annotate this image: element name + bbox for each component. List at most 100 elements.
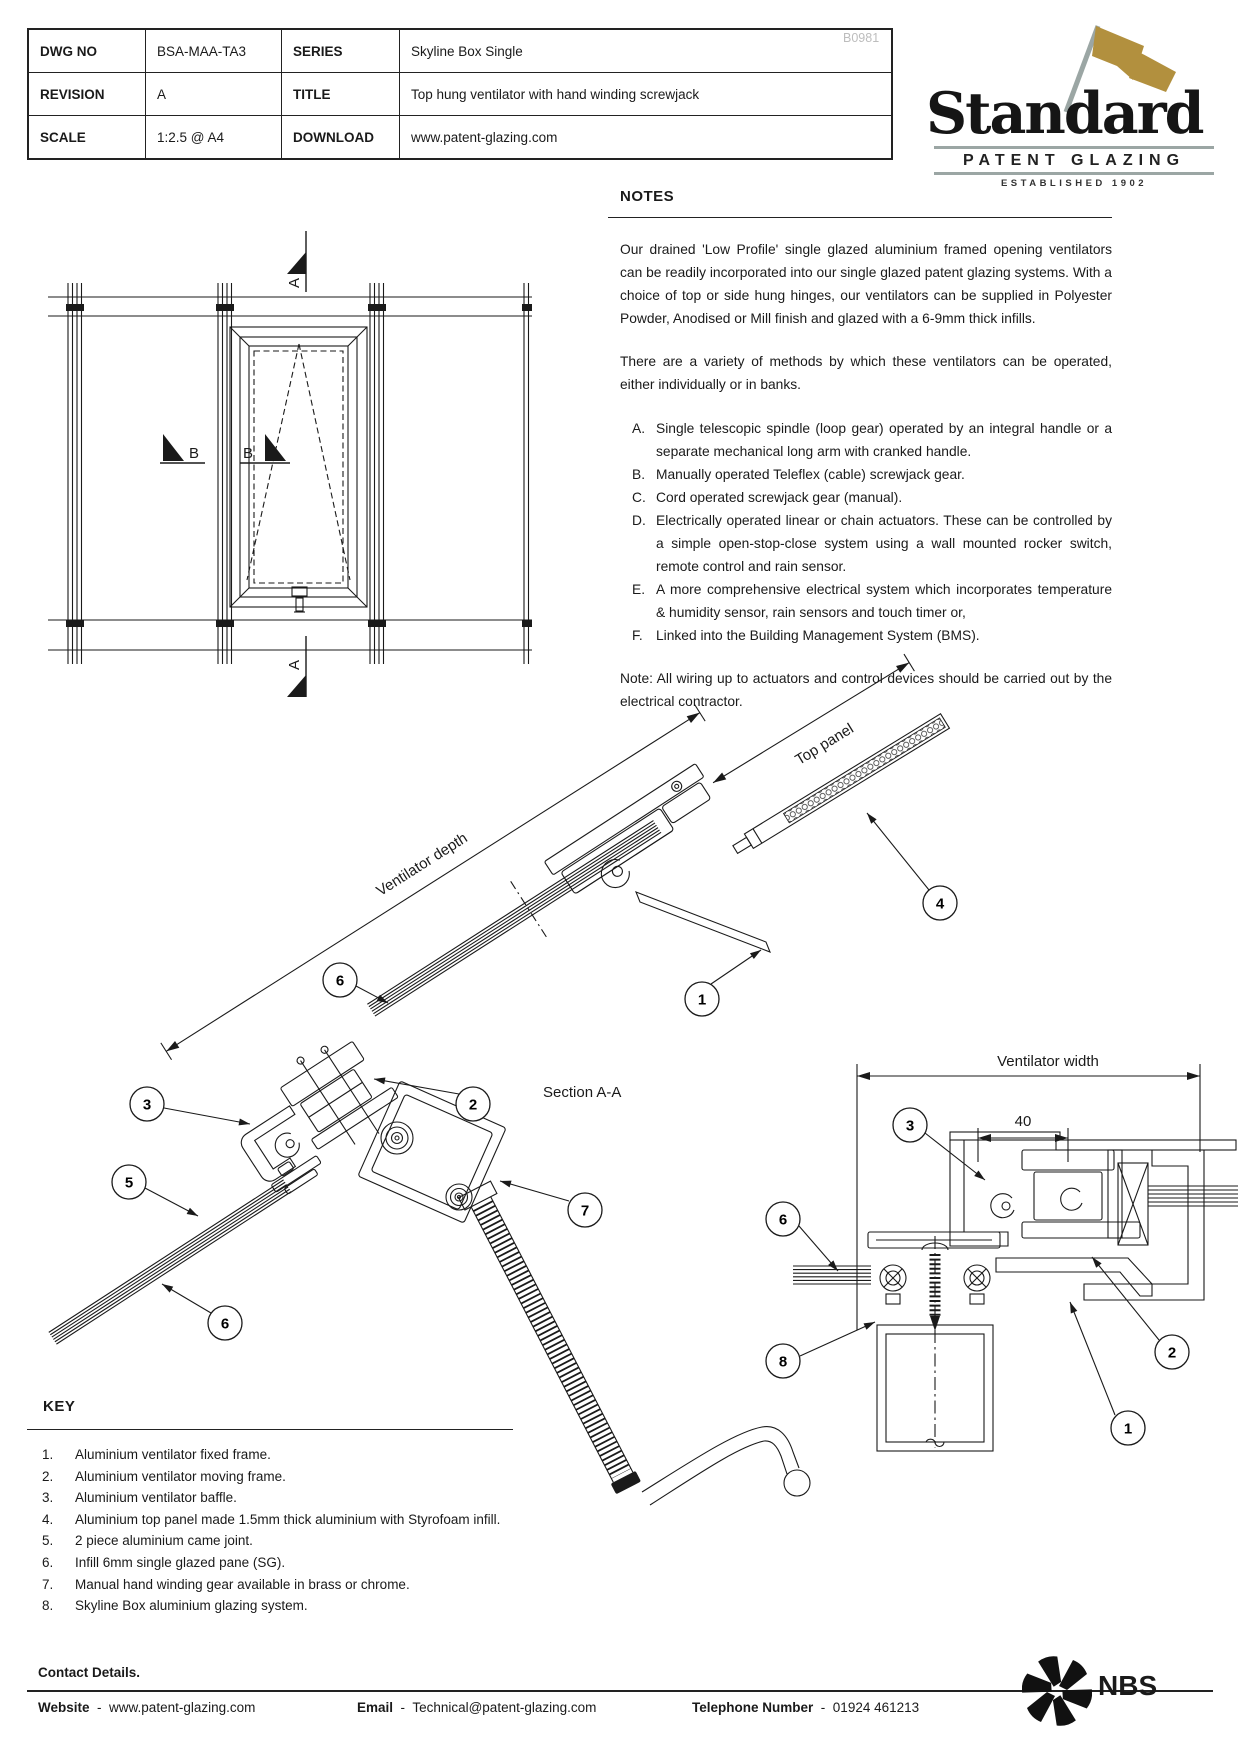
list-letter: F. bbox=[632, 628, 643, 643]
dimension-40: 40 bbox=[977, 1113, 1069, 1162]
key-item: 4.Aluminium top panel made 1.5mm thick a… bbox=[42, 1509, 513, 1531]
svg-text:1: 1 bbox=[698, 992, 706, 1009]
list-text: Linked into the Building Management Syst… bbox=[656, 628, 980, 643]
key-item: 3.Aluminium ventilator baffle. bbox=[42, 1487, 513, 1509]
fixed-frame-flange bbox=[635, 891, 771, 953]
list-item: F. Linked into the Building Management Sy… bbox=[620, 624, 1112, 647]
key-rule bbox=[27, 1429, 513, 1430]
bb-right-pane bbox=[1148, 1185, 1238, 1207]
callout-4: 4 bbox=[922, 885, 958, 921]
notes-paragraph: There are a variety of methods by which … bbox=[620, 354, 1112, 392]
phone-number[interactable]: 01924 461213 bbox=[832, 1700, 920, 1715]
key-heading: KEY bbox=[43, 1398, 76, 1415]
key-item: 8. Skyline Box aluminium glazing system. bbox=[42, 1595, 513, 1617]
email-link[interactable]: Technical@patent-glazing.com bbox=[412, 1700, 597, 1715]
callout-7: 7 bbox=[567, 1192, 603, 1228]
svg-text:6: 6 bbox=[221, 1316, 229, 1333]
website-label: Website bbox=[38, 1700, 90, 1715]
contact-details-heading: Contact Details. bbox=[38, 1665, 141, 1680]
bb-box-glazing-bar bbox=[876, 1236, 994, 1452]
callout-2: 2 bbox=[455, 1086, 491, 1122]
dwg-no-label: DWG NO bbox=[27, 28, 146, 73]
svg-text:A: A bbox=[286, 660, 303, 670]
scale-value: 1:2.5 @ A4 bbox=[145, 115, 282, 160]
svg-text:8: 8 bbox=[779, 1354, 787, 1371]
section-bb-drawing: Ventilator width 40 bbox=[765, 1053, 1238, 1452]
key-item: 5.2 piece aluminium came joint. bbox=[42, 1530, 513, 1552]
svg-text:B: B bbox=[189, 445, 199, 462]
key-text: Aluminium ventilator baffle. bbox=[75, 1490, 237, 1506]
separator: - bbox=[820, 1700, 826, 1715]
wiring-note: Note: All wiring up to actuators and con… bbox=[620, 671, 1112, 709]
key-text: Skyline Box aluminium glazing system. bbox=[75, 1598, 308, 1614]
website-link[interactable]: www.patent-glazing.com bbox=[109, 1700, 256, 1715]
notes-section: NOTES Our drained 'Low Profile' single g… bbox=[608, 188, 1112, 713]
list-item: B.Manually operated Teleflex (cable) scr… bbox=[620, 463, 1112, 486]
download-url[interactable]: www.patent-glazing.com bbox=[399, 115, 893, 160]
section-aa-drawing: Ventilator depth Top panel bbox=[48, 653, 958, 1506]
svg-text:Top panel: Top panel bbox=[792, 720, 856, 768]
svg-text:5: 5 bbox=[125, 1175, 133, 1192]
footer-rule bbox=[27, 1690, 1213, 1692]
svg-text:B: B bbox=[243, 445, 253, 462]
website-group: Website - www.patent-glazing.com bbox=[38, 1700, 255, 1715]
revision-value: A bbox=[145, 72, 282, 116]
svg-text:3: 3 bbox=[143, 1097, 151, 1114]
list-text: Cord operated screwjack gear (manual). bbox=[656, 490, 903, 505]
key-number: 1. bbox=[42, 1447, 54, 1462]
leader-lines bbox=[798, 1132, 1160, 1416]
title-value: Top hung ventilator with hand winding sc… bbox=[399, 72, 893, 116]
top-panel: Top panel bbox=[712, 653, 951, 855]
logo-wordmark: Standard bbox=[926, 80, 1205, 147]
download-label: DOWNLOAD bbox=[281, 115, 400, 160]
nbs-label: NBS bbox=[1098, 1670, 1158, 1701]
watermark-code: B0981 bbox=[843, 31, 880, 45]
list-item: A.Single telescopic spindle (loop gear) … bbox=[620, 417, 1112, 463]
notes-rule bbox=[608, 217, 1112, 218]
table-row: REVISION A TITLE Top hung ventilator wit… bbox=[27, 72, 893, 116]
notes-paragraph: Our drained 'Low Profile' single glazed … bbox=[620, 242, 1112, 326]
svg-text:4: 4 bbox=[936, 896, 945, 913]
list-text: A more comprehensive electrical system w… bbox=[656, 582, 1112, 620]
key-item: 2.Aluminium ventilator moving frame. bbox=[42, 1466, 513, 1488]
list-letter: E. bbox=[632, 582, 646, 597]
plan-elevation-drawing: A A B B bbox=[48, 231, 532, 697]
svg-text:Ventilator width: Ventilator width bbox=[997, 1053, 1099, 1070]
flag-icon bbox=[1063, 25, 1176, 113]
key-section: KEY 1.Aluminium ventilator fixed frame. … bbox=[27, 1398, 513, 1617]
bb-frame-profiles bbox=[949, 1131, 1237, 1301]
ventilator-pane bbox=[367, 820, 662, 1017]
callout-3: 3 bbox=[129, 1086, 165, 1122]
key-text: Aluminium ventilator moving frame. bbox=[75, 1468, 286, 1484]
logo-rule-bottom bbox=[934, 172, 1214, 175]
list-text: Manually operated Teleflex (cable) screw… bbox=[656, 467, 965, 482]
section-aa-label: Section A-A bbox=[543, 1084, 621, 1101]
series-value: Skyline Box Single bbox=[399, 28, 893, 73]
callout-5: 5 bbox=[111, 1164, 147, 1200]
key-number: 4. bbox=[42, 1511, 54, 1527]
list-item: C.Cord operated screwjack gear (manual). bbox=[620, 486, 1112, 509]
key-item: 6.Infill 6mm single glazed pane (SG). bbox=[42, 1552, 513, 1574]
phone-label: Telephone Number bbox=[692, 1700, 814, 1715]
key-number: 6. bbox=[42, 1554, 54, 1570]
list-text: Single telescopic spindle (loop gear) op… bbox=[656, 421, 1112, 459]
key-list: 1.Aluminium ventilator fixed frame. 2.Al… bbox=[27, 1444, 513, 1617]
title-block: DWG NO BSA-MAA-TA3 SERIES Skyline Box Si… bbox=[27, 28, 893, 160]
ventilator-window bbox=[229, 326, 368, 613]
logo-tagline: PATENT GLAZING bbox=[962, 152, 1186, 169]
key-text: 2 piece aluminium came joint. bbox=[75, 1533, 253, 1549]
svg-text:3: 3 bbox=[906, 1118, 914, 1135]
separator: - bbox=[97, 1700, 102, 1715]
svg-text:A: A bbox=[286, 278, 303, 288]
leader-lines bbox=[144, 812, 930, 1314]
callout-6-upper: 6 bbox=[322, 962, 358, 998]
table-row: DWG NO BSA-MAA-TA3 SERIES Skyline Box Si… bbox=[27, 28, 893, 73]
svg-text:1: 1 bbox=[1124, 1421, 1132, 1438]
nbs-logo: NBS bbox=[1022, 1656, 1222, 1728]
key-number: 8. bbox=[42, 1598, 54, 1614]
fixed-pane bbox=[48, 1179, 292, 1345]
company-logo: Standard PATENT GLAZING ESTABLISHED 1902 bbox=[920, 16, 1220, 189]
series-label: SERIES bbox=[281, 28, 400, 73]
section-marker-a-top: A bbox=[286, 231, 307, 292]
